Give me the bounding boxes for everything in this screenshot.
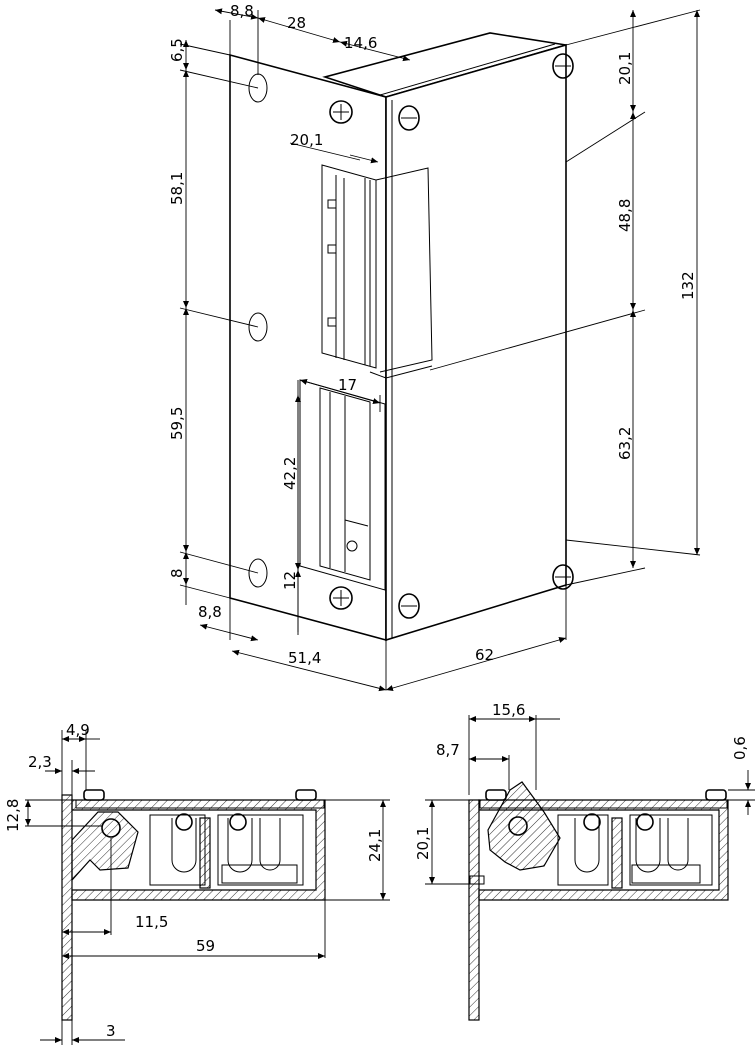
dim-label: 15,6: [492, 701, 525, 719]
dim-label: 48,8: [616, 199, 634, 232]
spring-pin: [583, 813, 601, 831]
screw-icon: [552, 564, 574, 590]
dim-label: 42,2: [281, 457, 299, 490]
faceplate-section: [468, 799, 480, 1021]
latch-bolt: [71, 811, 139, 882]
isometric-view: 8,8 28 14,6 6,5 58,1 20,1 59,5 17 42,2 1…: [168, 2, 701, 692]
screw-icon: [552, 53, 574, 79]
dim-label: 8,8: [230, 2, 254, 20]
latch-upper-body: [375, 167, 433, 373]
screw-icon: [329, 586, 353, 610]
section-view-left: 4,9 2,3 12,8 24,1 11,5 59 3: [4, 721, 390, 1045]
dim-label: 14,6: [344, 34, 377, 52]
dim-label: 8,7: [436, 741, 460, 759]
dim-label: 20,1: [290, 131, 323, 149]
dim-label: 12,8: [4, 799, 22, 832]
dim-label: 12: [281, 571, 299, 590]
spring-pin: [636, 813, 654, 831]
screw-head: [705, 789, 727, 801]
dim-label: 24,1: [366, 829, 384, 862]
latch-pivot: [101, 818, 121, 838]
spring-pin: [229, 813, 247, 831]
dim-label: 17: [338, 376, 357, 394]
dim-label: 8: [168, 568, 186, 578]
dim-label: 8,8: [198, 603, 222, 621]
pin-hole: [346, 540, 358, 552]
mounting-hole-middle: [248, 312, 268, 342]
dim-label: 132: [679, 271, 697, 300]
screw-icon: [329, 100, 353, 124]
dim-label: 3: [106, 1022, 116, 1040]
dim-label: 51,4: [288, 649, 321, 667]
dim-label: 58,1: [168, 172, 186, 205]
dim-label: 63,2: [616, 427, 634, 460]
screw-icon: [398, 105, 420, 131]
latch-recess-upper: [321, 164, 377, 369]
spring-pin: [175, 813, 193, 831]
dim-label: 2,3: [28, 753, 52, 771]
latch-pivot: [508, 816, 528, 836]
dim-label: 62: [475, 646, 494, 664]
dim-label: 6,5: [168, 38, 186, 62]
dim-label: 28: [287, 14, 306, 32]
screw-head: [485, 789, 507, 801]
section-view-right: 15,6 8,7 0,6 20,1: [414, 701, 755, 1021]
dim-label: 20,1: [414, 827, 432, 860]
screw-head: [295, 789, 317, 801]
screw-icon: [398, 593, 420, 619]
mounting-hole-bottom: [248, 558, 268, 588]
body-side-face: [385, 43, 567, 642]
housing-shell: [71, 799, 326, 901]
dim-label: 59,5: [168, 407, 186, 440]
dim-label: 20,1: [616, 52, 634, 85]
dim-label: 0,6: [731, 736, 749, 760]
screw-head: [83, 789, 105, 801]
dim-label: 4,9: [66, 721, 90, 739]
faceplate-section: [61, 794, 73, 1021]
dim-label: 59: [196, 937, 215, 955]
dim-label: 11,5: [135, 913, 168, 931]
latch-bolt-open: [487, 781, 561, 871]
body-top-edge: [379, 43, 556, 96]
